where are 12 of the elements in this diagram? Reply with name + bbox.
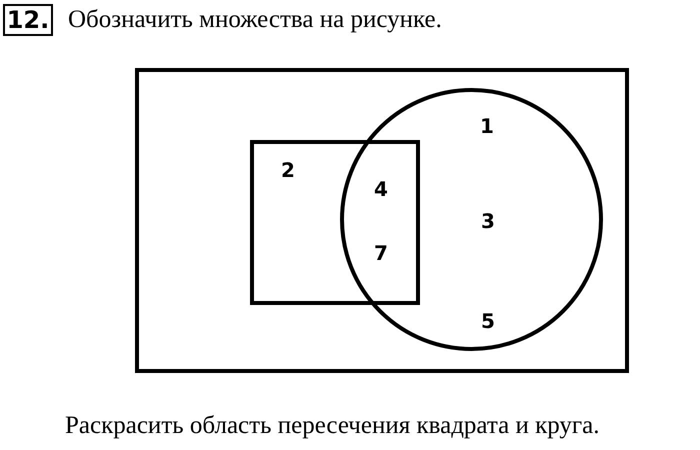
region-number: 1 — [480, 116, 494, 136]
region-number: 5 — [481, 311, 495, 331]
region-number: 4 — [374, 179, 388, 199]
region-number: 3 — [481, 211, 495, 231]
region-number: 2 — [281, 160, 295, 180]
caption: Раскрасить область пересечения квадрата и круга. — [65, 412, 600, 440]
outer-rectangle — [135, 68, 629, 373]
square — [250, 140, 420, 305]
region-number: 7 — [374, 243, 388, 263]
circle — [340, 88, 603, 351]
title: Обозначить множества на рисунке. — [68, 6, 442, 34]
number-box: 12. — [3, 4, 53, 36]
